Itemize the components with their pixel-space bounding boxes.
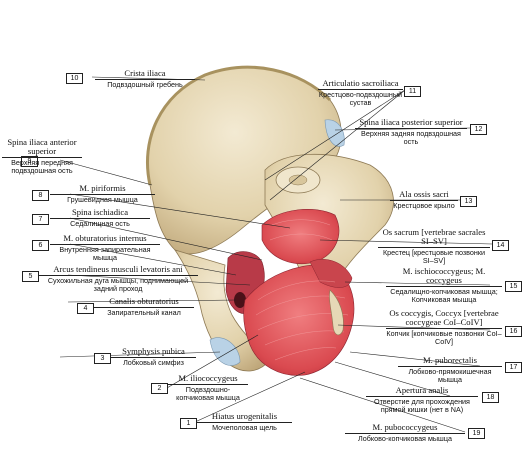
label-latin: M. ischiococcygeus; M. coccygeus: [402, 266, 486, 286]
label-russian: Отверстие для прохождения прямой кишки (…: [374, 397, 470, 414]
label-number-10: 10: [66, 73, 83, 84]
posterior-spine-cartilage: [324, 119, 345, 147]
label-russian: Крестцово-подвздошный сустав: [318, 90, 403, 107]
label-latin: Articulatio sacroiliaca: [322, 78, 399, 88]
label-latin: M. puborectalis: [423, 355, 477, 365]
label-russian: Седалищно-копчиковая мышца; Копчиковая м…: [390, 287, 498, 304]
label-russian: Подвздошный гребень: [107, 80, 183, 90]
label-number-12: 12: [470, 124, 487, 135]
label-spina-iliaca-posterior: Spina iliaca posterior superior Верхняя …: [355, 117, 467, 146]
label-latin: Symphysis pubica: [122, 346, 185, 356]
label-number-5: 5: [22, 271, 39, 282]
label-latin: Os sacrum [vertebrae sacrales SI–SV]: [382, 227, 486, 247]
label-number-6: 6: [32, 240, 49, 251]
label-articulatio-sacroiliaca: Articulatio sacroiliaca Крестцово-подвзд…: [318, 78, 403, 107]
sacral-canal: [288, 174, 308, 186]
label-number-8: 8: [32, 190, 49, 201]
label-iliococcygeus: M. iliococcygeus Подвздошно-копчиковая м…: [168, 373, 248, 402]
iliac-crest: [145, 65, 332, 186]
label-russian: Сухожильная дуга мышцы, поднимающей задн…: [47, 276, 189, 293]
label-number-19: 19: [468, 428, 485, 439]
obturator-canal: [234, 292, 246, 308]
label-russian: Крестцовое крыло: [393, 201, 455, 211]
label-latin: M. obturatorius internus: [63, 233, 147, 243]
label-latin: Spina ischiadica: [71, 207, 129, 217]
label-spina-iliaca-anterior: Spina iliaca anterior superior Верхняя п…: [2, 137, 82, 175]
label-spina-ischiadica: Spina ischiadica Седалищная ость: [50, 207, 150, 229]
leader-lines: [59, 76, 493, 433]
label-number-2: 2: [151, 383, 168, 394]
label-russian: Верхняя задняя подвздошная ость: [361, 129, 461, 146]
label-russian: Лобково-копчиковая мышца: [358, 434, 452, 444]
label-number-9: 9: [21, 156, 38, 167]
label-number-13: 13: [460, 196, 477, 207]
label-latin: M. pubococcygeus: [372, 422, 438, 432]
label-latin: Crista iliaca: [124, 68, 166, 78]
label-russian: Грушевидная мышца: [67, 195, 138, 205]
label-number-15: 15: [505, 281, 522, 292]
ischio-pubic-bone: [174, 249, 271, 372]
label-os-sacrum: Os sacrum [vertebrae sacrales SI–SV] Кре…: [378, 227, 490, 265]
label-number-17: 17: [505, 362, 522, 373]
label-latin: Canalis obturatorius: [109, 296, 179, 306]
label-number-18: 18: [482, 392, 499, 403]
label-latin: Apertura analis: [395, 385, 449, 395]
label-russian: Верхняя передняя подвздошная ость: [11, 158, 73, 175]
label-pubococcygeus: M. pubococcygeus Лобково-копчиковая мышц…: [345, 422, 465, 444]
label-apertura-analis: Apertura analis Отверстие для прохождени…: [366, 385, 478, 414]
label-latin: M. iliococcygeus: [178, 373, 238, 383]
label-ala-ossis-sacri: Ala ossis sacri Крестцовое крыло: [390, 189, 458, 211]
label-puborectalis: M. puborectalis Лобково-прямокишечная мы…: [398, 355, 502, 384]
symphysis-cartilage: [209, 337, 241, 366]
label-latin: Hiatus urogenitalis: [211, 411, 278, 421]
label-arcus-tendineus: Arcus tendineus musculi levatoris ani Су…: [38, 264, 198, 293]
label-ischiococcygeus: M. ischiococcygeus; M. coccygeus Седалищ…: [386, 266, 502, 304]
label-russian: Лобково-прямокишечная мышца: [408, 367, 492, 384]
label-russian: Копчик [копчиковые позвонки CoI–CoIV]: [386, 329, 502, 346]
label-latin: Spina iliaca posterior superior: [359, 117, 463, 127]
label-number-14: 14: [492, 240, 509, 251]
label-hiatus-urogenitalis: Hiatus urogenitalis Мочеполовая щель: [197, 411, 292, 433]
label-latin: Arcus tendineus musculi levatoris ani: [53, 264, 183, 274]
label-latin: Os coccygis, Coccyx [vertebrae coccygeae…: [389, 308, 499, 328]
label-russian: Внутренняя запирательная мышца: [59, 245, 151, 262]
label-number-1: 1: [180, 418, 197, 429]
label-canalis-obturatorius: Canalis obturatorius Запирательный канал: [94, 296, 194, 318]
label-russian: Мочеполовая щель: [212, 423, 277, 433]
coccygeus-muscle: [309, 259, 353, 288]
label-latin: Ala ossis sacri: [399, 189, 449, 199]
label-piriformis: M. piriformis Грушевидная мышца: [50, 183, 155, 205]
label-russian: Лобковый симфиз: [123, 358, 184, 368]
label-russian: Седалищная ость: [70, 219, 130, 229]
label-number-16: 16: [505, 326, 522, 337]
label-latin: Spina iliaca anterior superior: [7, 137, 77, 157]
coccyx: [329, 289, 344, 336]
label-latin: M. piriformis: [79, 183, 126, 193]
label-russian: Крестец [крестцовые позвонки SI–SV]: [382, 248, 486, 265]
label-os-coccygis: Os coccygis, Coccyx [vertebrae coccygeae…: [386, 308, 502, 346]
label-symphysis-pubica: Symphysis pubica Лобковый симфиз: [111, 346, 196, 368]
label-crista-iliaca: Crista iliaca Подвздошный гребень: [95, 68, 195, 90]
label-russian: Подвздошно-копчиковая мышца: [176, 385, 240, 402]
label-number-11: 11: [404, 86, 421, 97]
label-russian: Запирательный канал: [107, 308, 181, 318]
piriformis-muscle: [261, 209, 340, 265]
label-obturatorius-internus: M. obturatorius internus Внутренняя запи…: [50, 233, 160, 262]
label-number-7: 7: [32, 214, 49, 225]
label-number-4: 4: [77, 303, 94, 314]
label-number-3: 3: [94, 353, 111, 364]
